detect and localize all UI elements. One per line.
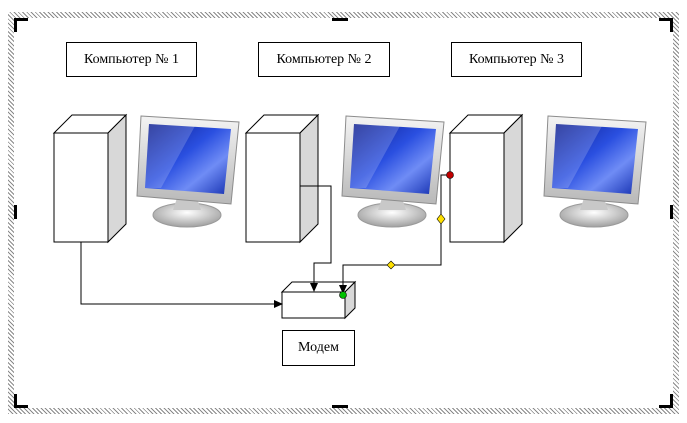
connector-adjust-handle[interactable] bbox=[436, 213, 446, 225]
connector-adjust-handle[interactable] bbox=[386, 260, 396, 270]
label-computer-2[interactable]: Компьютер № 2 bbox=[258, 42, 390, 77]
monitor-1 bbox=[136, 115, 240, 228]
system-unit-2 bbox=[244, 113, 320, 244]
connector-pc2-modem bbox=[300, 185, 332, 292]
label-computer-1[interactable]: Компьютер № 1 bbox=[66, 42, 197, 77]
monitor-3 bbox=[543, 115, 647, 228]
monitor-2 bbox=[341, 115, 445, 228]
connector-start-handle[interactable] bbox=[446, 171, 454, 179]
label-computer-3[interactable]: Компьютер № 3 bbox=[451, 42, 582, 77]
system-unit-3 bbox=[448, 113, 524, 244]
selection-handles[interactable] bbox=[14, 18, 673, 408]
connector-pc1-modem bbox=[80, 242, 283, 308]
connector-end-handle[interactable] bbox=[339, 291, 347, 299]
connector-pc3-modem[interactable] bbox=[339, 174, 450, 294]
system-unit-1 bbox=[52, 113, 128, 244]
label-modem[interactable]: Модем bbox=[282, 330, 355, 366]
modem-box bbox=[280, 280, 357, 320]
